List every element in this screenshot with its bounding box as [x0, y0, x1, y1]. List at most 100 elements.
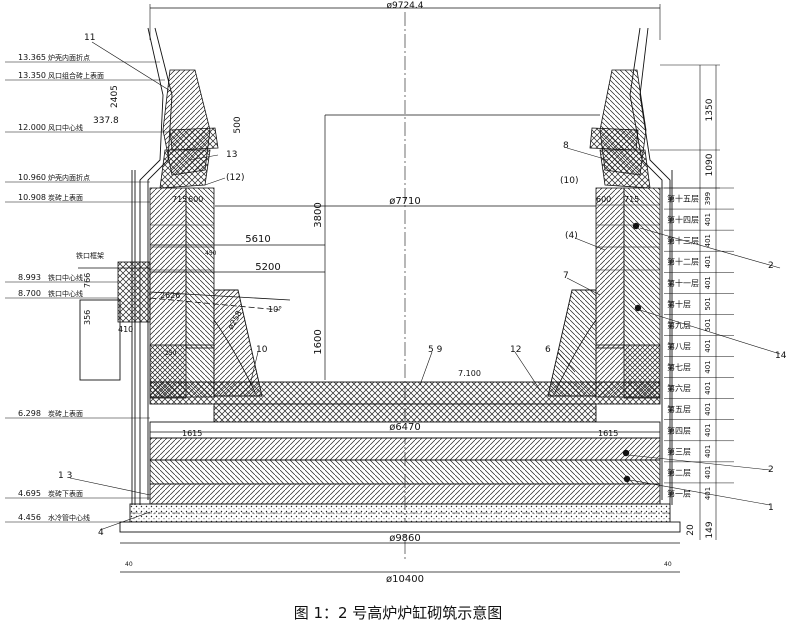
left-tuyere [169, 127, 219, 151]
hearth-top-cross-layer [149, 381, 661, 405]
dim-1090: 1090 [705, 153, 715, 176]
callout-2-lower: 2 [768, 465, 774, 475]
layer-height: 401 [704, 276, 712, 289]
figure-caption: 图 1：2 号高炉炉缸砌筑示意图 [293, 604, 503, 622]
layer-separators [150, 204, 660, 271]
layer-height: 401 [704, 234, 712, 247]
top-width-dimension: ø9724.4 [149, 1, 661, 40]
layer-height: 399 [704, 192, 712, 205]
callout-2-upper: 2 [768, 261, 774, 271]
layer-label: 第六层 [667, 383, 691, 393]
dim-5200: 5200 [255, 262, 280, 273]
elev-3-label: 风口中心线 [48, 123, 83, 132]
dim-410: 410 [118, 325, 133, 334]
dim-250: 250 [165, 350, 177, 357]
elev-8-value: 6.298 [18, 409, 41, 418]
callout-14: 14 [775, 351, 787, 361]
layer-label: 第五层 [667, 404, 691, 414]
right-height-dimensions [650, 64, 720, 540]
callout-4: 4 [98, 528, 104, 538]
elev-10-label: 水冷管中心线 [48, 513, 90, 522]
elev-7-label: 铁口中心线 [48, 289, 83, 298]
dim-1350: 1350 [705, 98, 715, 121]
dim-766: 766 [83, 273, 92, 288]
callout-1-3: 1 3 [58, 471, 72, 481]
hearth-cross-layer-2 [213, 403, 597, 423]
elev-8-label: 炭砖上表面 [48, 409, 83, 418]
elev-9-label: 炭砖下表面 [48, 489, 83, 498]
elev-6-label: 铁口中心线 [48, 273, 83, 282]
layer-label: 第八层 [667, 341, 691, 351]
elev-9-value: 4.695 [18, 489, 41, 498]
dim-149: 149 [705, 521, 715, 538]
left-wall-inner [185, 187, 215, 349]
dim-5610: 5610 [245, 234, 270, 245]
dim-600-left: 600 [188, 195, 203, 204]
callout-12p: (12) [226, 173, 244, 183]
hearth-diag-layer-3 [149, 483, 661, 505]
elev-1-label: 炉壳内面折点 [48, 53, 90, 62]
dim-337: 337.8 [93, 116, 119, 126]
elev-4-label: 炉壳内面折点 [48, 173, 90, 182]
layer-label: 第二层 [667, 467, 691, 477]
layer-label: 第九层 [667, 320, 691, 330]
layer-height: 401 [704, 360, 712, 373]
layer-label: 第十三层 [667, 236, 699, 246]
dim-2626: 2626 [160, 291, 180, 300]
callout-10: 10 [256, 345, 268, 355]
dim-20: 20 [686, 524, 696, 536]
layer-label: 第十一层 [667, 278, 699, 288]
layer-height: 401 [704, 466, 712, 479]
elev-10-value: 4.456 [18, 513, 41, 522]
layer-label: 第十层 [667, 299, 691, 309]
taphole-frame-label: 铁口框架 [76, 251, 104, 260]
left-elevation-lines [5, 61, 170, 523]
callout-4p: (4) [565, 231, 578, 241]
layer-label: 第十五层 [667, 194, 699, 204]
inner-dimensions [120, 114, 680, 573]
layer-label: 第四层 [667, 425, 691, 435]
hearth-dia-label: ø6470 [389, 422, 421, 433]
base-plate [119, 521, 681, 533]
layer-height: 501 [704, 297, 712, 310]
callout-12: 12 [510, 345, 521, 355]
elev-6-value: 8.993 [18, 273, 41, 282]
dim-40-left: 40 [125, 561, 133, 568]
dim-600-right: 600 [596, 195, 611, 204]
right-ceramic-cup [547, 289, 597, 397]
callout-10p: (10) [560, 176, 578, 186]
layer-label: 第一层 [667, 488, 691, 498]
callout-11: 11 [84, 33, 95, 43]
top-width-label: ø9724.4 [387, 1, 424, 11]
dim-7100: 7.100 [458, 369, 481, 378]
elev-4-value: 10.960 [18, 173, 46, 182]
layer-height: 401 [704, 487, 712, 500]
dim-356: 356 [83, 310, 92, 325]
layer-height: 401 [704, 213, 712, 226]
layer-height: 401 [704, 381, 712, 394]
elev-2-value: 13.350 [18, 71, 46, 80]
callout-6: 6 [545, 345, 551, 355]
dim-40-right: 40 [664, 561, 672, 568]
dim-715-right: 715 [624, 195, 639, 204]
left-tuyere-block [159, 149, 211, 189]
callout-8: 8 [563, 141, 569, 151]
layer-label: 第七层 [667, 362, 691, 372]
elev-1-value: 13.365 [18, 53, 46, 62]
layer-label-column: 第十五层 399 第十四层 401 第十三层 401 第十二层 401 第十一层 401 第十层 50… [664, 187, 734, 500]
layer-height: 401 [704, 339, 712, 352]
hearth-diag-layer-1 [149, 437, 661, 461]
dim-1615-left: 1615 [182, 429, 202, 438]
layer-height: 401 [704, 424, 712, 437]
elev-5-value: 10.908 [18, 193, 46, 202]
callout-5-9: 5 9 [428, 345, 443, 355]
elev-3-value: 12.000 [18, 123, 46, 132]
dim-1600: 1600 [313, 329, 324, 354]
dim-1615-right: 1615 [598, 429, 618, 438]
taphole-frame [79, 299, 121, 381]
layer-label: 第十二层 [667, 257, 699, 267]
bottom-dia-label: ø9860 [389, 533, 421, 544]
callout-7: 7 [563, 271, 569, 281]
layer-label: 第十四层 [667, 215, 699, 225]
